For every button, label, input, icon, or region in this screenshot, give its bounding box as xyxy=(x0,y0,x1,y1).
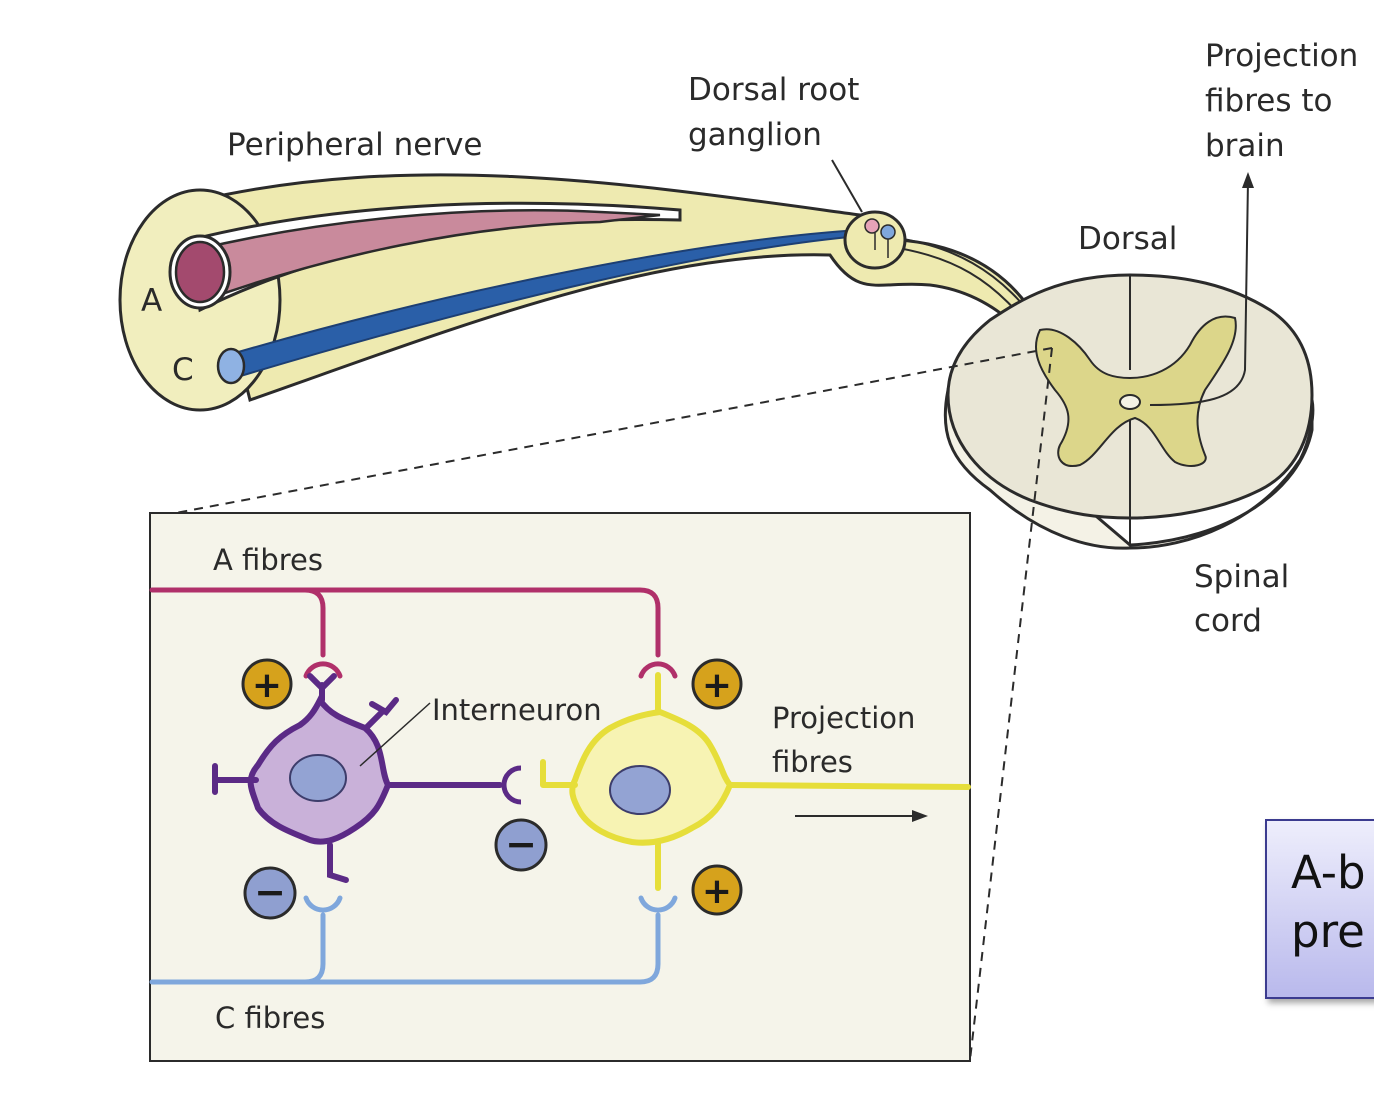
label-dorsal: Dorsal xyxy=(1078,221,1177,257)
a-fibre-line xyxy=(149,587,678,679)
spinal-cord-section xyxy=(943,172,1315,550)
excitatory-badge-c-projection: + xyxy=(691,864,743,916)
svg-text:−: − xyxy=(254,870,286,914)
label-projection-brain-3: brain xyxy=(1205,128,1285,164)
peripheral-nerve xyxy=(118,173,1063,412)
label-spinal-cord-2: cord xyxy=(1194,603,1262,639)
callout-box: A-b pre xyxy=(1265,819,1374,999)
callout-line-1: A-b xyxy=(1291,846,1366,899)
label-peripheral-nerve: Peripheral nerve xyxy=(227,127,483,163)
c-fibre-line xyxy=(149,895,678,985)
label-c-fibres: C fibres xyxy=(215,1001,325,1035)
label-projection-brain-2: fibres to xyxy=(1205,83,1332,119)
label-dorsal-root-1: Dorsal root xyxy=(688,72,859,108)
label-interneuron: Interneuron xyxy=(432,693,602,727)
label-projection-brain-1: Projection xyxy=(1205,38,1358,74)
excitatory-badge-a-interneuron: + xyxy=(241,658,293,710)
svg-text:−: − xyxy=(505,822,537,866)
svg-text:+: + xyxy=(702,665,732,706)
label-fibre-a: A xyxy=(141,283,162,319)
label-projection-fibres-2: fibres xyxy=(772,745,853,779)
label-spinal-cord-1: Spinal xyxy=(1194,559,1289,595)
label-fibre-c: C xyxy=(172,352,194,388)
svg-text:+: + xyxy=(252,665,282,706)
inhibitory-badge-c-interneuron: − xyxy=(243,866,297,920)
inhibitory-badge-interneuron-projection: − xyxy=(494,818,548,872)
label-a-fibres: A fibres xyxy=(213,543,323,577)
callout-line-2: pre xyxy=(1291,905,1365,958)
label-dorsal-root-2: ganglion xyxy=(688,117,822,153)
dorsal-root-ganglion xyxy=(831,159,907,270)
excitatory-badge-a-projection: + xyxy=(691,658,743,710)
svg-text:+: + xyxy=(702,871,732,912)
projection-neuron xyxy=(540,672,971,891)
interneuron xyxy=(212,673,503,883)
inset-panel: + + + − − A fibres C fibres Interneuron … xyxy=(149,512,971,1062)
zoom-guides xyxy=(164,347,1053,1061)
label-projection-fibres-1: Projection xyxy=(772,701,915,735)
